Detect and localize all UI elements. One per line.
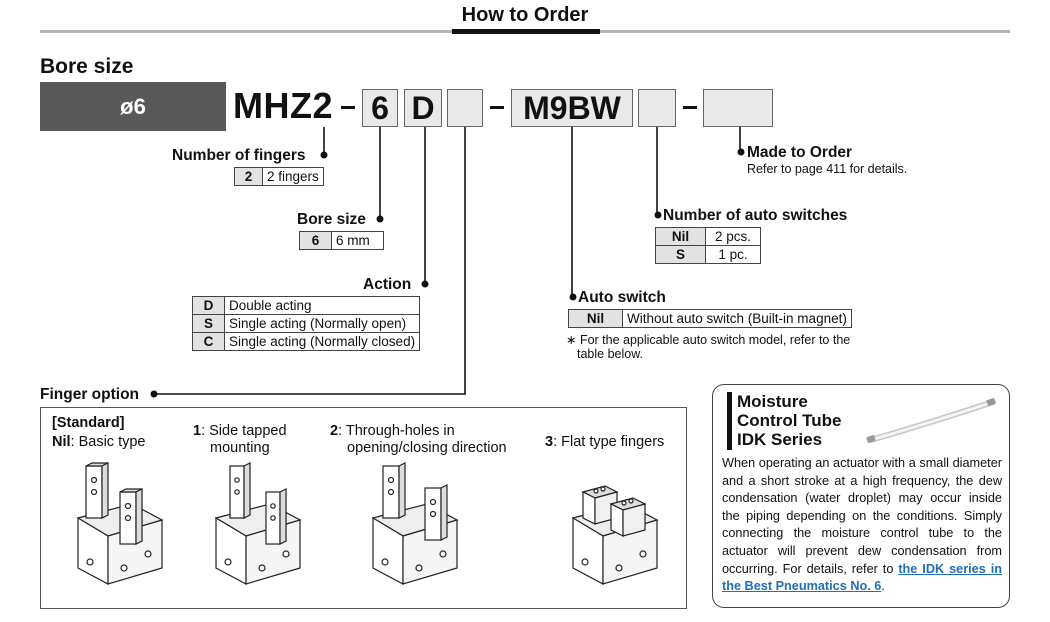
dot-switch-count — [654, 211, 662, 219]
model-dash — [341, 106, 355, 109]
code-cell: S — [655, 245, 706, 264]
option-side-tapped-line2: mounting — [210, 440, 270, 456]
desc-cell: 6 mm — [331, 231, 384, 250]
standard-label: [Standard] — [52, 415, 125, 431]
code-cell: 6 — [299, 231, 332, 250]
moisture-tube-box — [712, 384, 1010, 608]
model-finger-cell — [447, 89, 483, 127]
fingers-table: 2 2 fingers — [234, 167, 324, 186]
model-switch-count-cell — [638, 89, 676, 127]
switch-count-table: Nil 2 pcs. S 1 pc. — [655, 227, 761, 264]
auto-switch-table: Nil Without auto switch (Built-in magnet… — [568, 309, 852, 328]
model-dash — [683, 106, 697, 109]
model-made-to-order-cell — [703, 89, 773, 127]
model-auto-switch-cell: M9BW — [511, 89, 633, 127]
table-row: S 1 pc. — [655, 245, 761, 264]
option-side-tapped: 1: Side tapped — [193, 423, 287, 439]
bore-label: Bore size — [297, 211, 366, 228]
moisture-body: When operating an actuator with a small … — [722, 456, 1003, 594]
switch-count-label: Number of auto switches — [663, 207, 848, 224]
leader-finger-option — [154, 127, 466, 395]
finger-option-label: Finger option — [40, 386, 140, 403]
table-row: S Single acting (Normally open) — [192, 314, 421, 333]
fingers-label: Number of fingers — [172, 147, 306, 164]
table-row: C Single acting (Normally closed) — [192, 332, 421, 351]
dot-made-to-order — [737, 148, 745, 156]
bore-size-heading: Bore size — [40, 55, 134, 78]
finger-option-box — [40, 407, 687, 609]
code-cell: 2 — [234, 167, 263, 186]
gripper-through-holes-illustration — [371, 462, 459, 585]
auto-switch-label: Auto switch — [578, 289, 666, 306]
desc-cell: 2 pcs. — [705, 227, 761, 246]
moisture-title: Moisture Control Tube IDK Series — [737, 392, 842, 449]
auto-switch-note: ∗ For the applicable auto switch model, … — [566, 333, 851, 347]
model-series: MHZ2 — [233, 85, 333, 126]
table-row: Nil Without auto switch (Built-in magnet… — [568, 309, 852, 328]
dot-action — [421, 280, 429, 288]
desc-cell: Double acting — [223, 296, 421, 315]
table-row: D Double acting — [192, 296, 421, 315]
gripper-basic-illustration — [76, 462, 164, 585]
code-cell: Nil — [655, 227, 706, 246]
title-underline — [452, 29, 600, 34]
model-dash — [490, 106, 504, 109]
model-action-cell: D — [404, 89, 442, 127]
desc-cell: 2 fingers — [262, 167, 324, 186]
idk-series-link[interactable]: the IDK series in the Best Pneumatics No… — [722, 561, 1003, 594]
moisture-tube-illustration — [866, 397, 996, 444]
action-label: Action — [363, 276, 412, 293]
desc-cell: Without auto switch (Built-in magnet) — [622, 309, 852, 328]
action-table: D Double acting S Single acting (Normall… — [192, 296, 421, 351]
dot-finger-option — [150, 390, 158, 398]
table-row: 2 2 fingers — [234, 167, 324, 186]
code-cell: D — [192, 296, 225, 315]
desc-cell: Single acting (Normally closed) — [223, 332, 421, 351]
option-through-holes: 2: Through-holes in — [330, 423, 455, 439]
code-cell: S — [192, 314, 225, 333]
dot-fingers — [320, 151, 328, 159]
bore-value: ø6 — [120, 93, 146, 119]
gripper-flat-illustration — [571, 485, 659, 585]
code-cell: C — [192, 332, 225, 351]
option-flat: 3: Flat type fingers — [545, 434, 665, 450]
code-cell: Nil — [568, 309, 623, 328]
bore-table: 6 6 mm — [299, 231, 384, 250]
made-to-order-note: Refer to page 411 for details. — [747, 162, 908, 176]
model-bore-cell: 6 — [362, 89, 398, 127]
gripper-side-tapped-illustration — [214, 462, 302, 585]
option-through-holes-line2: opening/closing direction — [347, 440, 507, 456]
auto-switch-note: table below. — [577, 347, 644, 361]
moisture-title-bar — [727, 392, 732, 450]
desc-cell: Single acting (Normally open) — [223, 314, 421, 333]
page-title: How to Order — [461, 4, 589, 26]
bore-size-box: ø6 — [40, 82, 226, 131]
dot-bore — [376, 215, 384, 223]
dot-auto-switch — [569, 293, 577, 301]
table-row: 6 6 mm — [299, 231, 384, 250]
table-row: Nil 2 pcs. — [655, 227, 761, 246]
made-to-order-label: Made to Order — [747, 144, 853, 161]
option-basic: Nil: Basic type — [52, 434, 146, 450]
desc-cell: 1 pc. — [705, 245, 761, 264]
